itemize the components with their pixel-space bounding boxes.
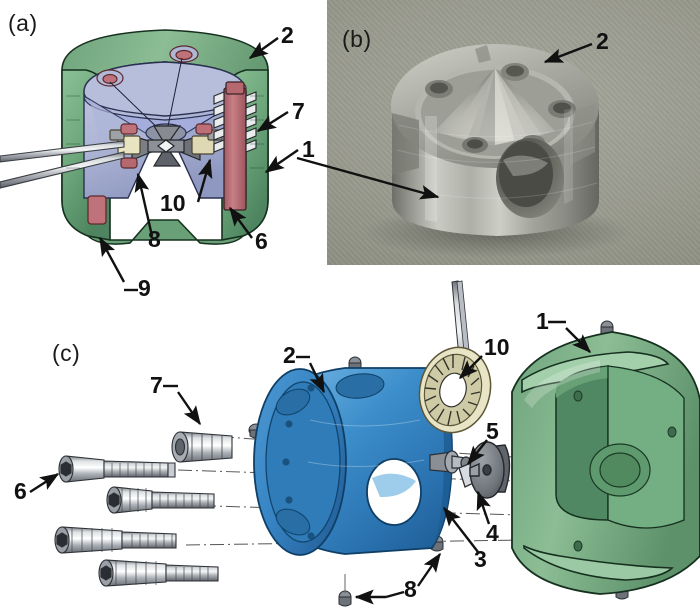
callout-c-8: 8 <box>404 576 417 602</box>
leader-c-3 <box>443 506 479 553</box>
callout-a-7: 7 <box>292 98 305 124</box>
photo-part-render <box>362 44 632 258</box>
panel-b-leaders <box>296 42 593 200</box>
callout-c-7: 7 <box>150 372 163 398</box>
leader-c-10 <box>458 355 483 380</box>
panel-b-photograph <box>327 0 700 265</box>
panel-label-c: (c) <box>52 340 81 366</box>
callout-c-10: 10 <box>484 334 510 360</box>
panel-a-leaders <box>98 37 299 292</box>
callout-a-10: 10 <box>160 190 186 216</box>
leader-a-2 <box>248 37 279 59</box>
callout-c-4: 4 <box>486 520 499 546</box>
callout-a-6: 6 <box>255 228 268 254</box>
disc-magnet <box>469 441 511 499</box>
leader-a-6 <box>229 206 253 239</box>
leader-a-8 <box>134 172 154 237</box>
callout-c-2: 2 <box>283 342 296 368</box>
callout-c-3: 3 <box>474 546 487 572</box>
leader-c-1 <box>565 327 592 354</box>
leader-c-2 <box>308 362 326 394</box>
callout-a-8: 8 <box>148 226 161 252</box>
callout-b-2: 2 <box>596 28 609 54</box>
callout-c-1: 1 <box>536 308 549 334</box>
panel-c-leaders <box>29 320 592 605</box>
cap-screw <box>58 455 176 483</box>
callout-a-1: 1 <box>302 136 315 162</box>
leader-a-10 <box>196 158 213 203</box>
callout-a-2: 2 <box>281 22 294 48</box>
cap-screw <box>98 559 219 587</box>
leader-c-8-join <box>385 590 405 599</box>
leader-c-8-upper <box>417 552 441 587</box>
panel-label-a: (a) <box>8 10 38 36</box>
leader-c-5 <box>467 439 488 466</box>
leader-c-6 <box>29 472 60 494</box>
dowel-pin <box>338 574 352 607</box>
spring-sleeve <box>171 431 233 463</box>
callout-c-5: 5 <box>486 418 499 444</box>
callout-c-6: 6 <box>14 478 27 504</box>
leader-c-4 <box>476 490 491 525</box>
panel-c-cad-exploded <box>54 280 700 607</box>
leader-a-9 <box>98 236 126 283</box>
panel-label-b: (b) <box>342 26 372 52</box>
cap-screw <box>54 526 177 554</box>
leader-b-2 <box>543 42 593 64</box>
panel-a-cad-section <box>0 29 269 245</box>
cap-screw <box>106 486 215 514</box>
leader-a-7 <box>256 110 289 133</box>
callout-a-9: 9 <box>138 275 151 301</box>
leader-c-7 <box>177 391 201 426</box>
green-housing <box>511 331 700 595</box>
leader-b-1 <box>296 156 440 200</box>
leader-a-1 <box>264 149 299 173</box>
